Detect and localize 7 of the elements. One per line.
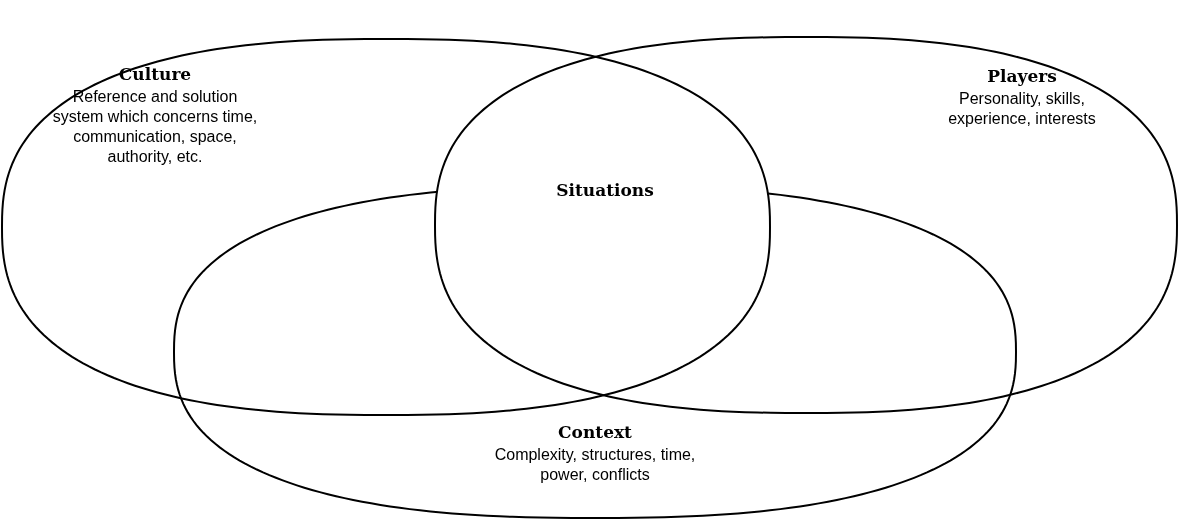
set-description: Complexity, structures, time, power, conflicts [493, 445, 697, 485]
set-title: Players [987, 66, 1057, 86]
set-title: Context [558, 422, 632, 442]
set-description: Reference and solution system which concerns time, communication, space, authority, etc. [51, 87, 259, 167]
intersection-label: Situations [556, 180, 654, 200]
set-description: Personality, skills, experience, interests [947, 89, 1097, 129]
set-title: Culture [118, 64, 192, 84]
